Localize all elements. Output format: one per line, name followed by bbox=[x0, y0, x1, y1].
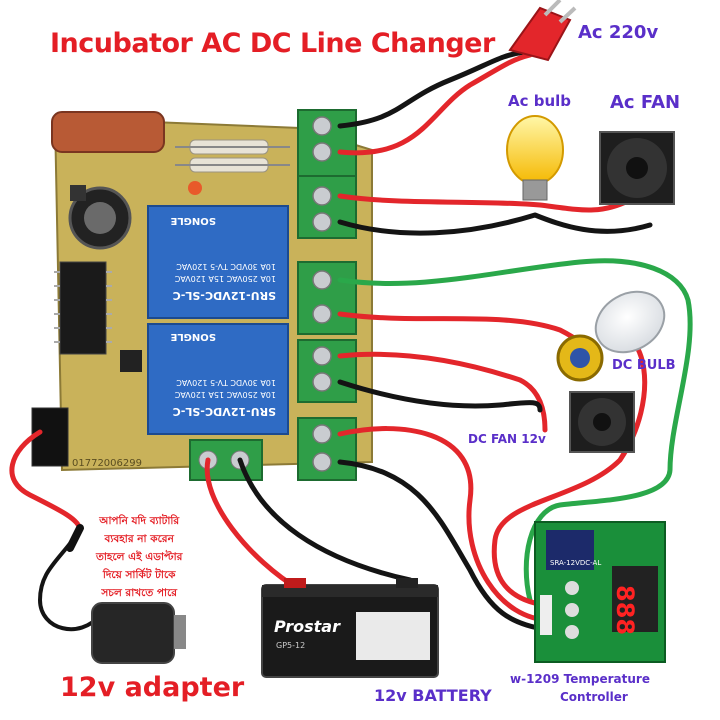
svg-text:SONGLE: SONGLE bbox=[170, 331, 216, 342]
pcb-phone-text: 01772006299 bbox=[72, 458, 142, 469]
relay-1: SRU-12VDC-SL-C 10A 250VAC 15A 120VAC 10A… bbox=[147, 205, 289, 319]
wire-ctrl-black bbox=[337, 459, 553, 633]
label-dc-bulb: DC BULB bbox=[612, 358, 676, 373]
bengali-note-line: ব্যবহার না করেন bbox=[104, 533, 174, 545]
wire-dcbulb-red bbox=[337, 311, 598, 358]
dc-jack bbox=[31, 407, 69, 467]
battery-model: GP5-12 bbox=[276, 641, 305, 650]
label-dc-fan: DC FAN 12v bbox=[468, 432, 546, 446]
svg-text:SRU-12VDC-SL-C: SRU-12VDC-SL-C bbox=[173, 289, 276, 302]
bengali-note-line: সচল রাখতে পারে bbox=[101, 587, 178, 599]
battery-12v: Prostar GP5-12 bbox=[261, 578, 439, 678]
wire-ctrl-red bbox=[337, 426, 553, 623]
wire-green bbox=[337, 258, 693, 603]
resistors bbox=[175, 139, 290, 173]
svg-text:10A 250VAC 15A 120VAC: 10A 250VAC 15A 120VAC bbox=[174, 274, 276, 283]
wire-battery-red bbox=[204, 457, 303, 593]
bengali-note: আপনি যদি ব্যাটারি ব্যবহার না করেন তাহলে … bbox=[96, 512, 182, 602]
dc-fan bbox=[569, 391, 635, 453]
relay-2: SRU-12VDC-SL-C 10A 250VAC 15A 120VAC 10A… bbox=[147, 323, 289, 435]
terminal-block-bottom bbox=[189, 439, 263, 481]
svg-text:SRA-12VDC-AL: SRA-12VDC-AL bbox=[550, 559, 601, 567]
svg-text:10A 30VDC TV-5 120VAC: 10A 30VDC TV-5 120VAC bbox=[176, 262, 276, 271]
adapter-12v bbox=[66, 524, 186, 664]
wire-battery-black bbox=[237, 457, 413, 583]
ac-fan bbox=[599, 131, 675, 205]
wire-ac-red bbox=[337, 52, 533, 156]
ac-bulb bbox=[506, 115, 564, 201]
label-ac-bulb: Ac bulb bbox=[508, 92, 572, 110]
dc-bulb bbox=[556, 290, 666, 382]
terminal-blocks-right bbox=[297, 109, 357, 481]
wire-ac-black bbox=[337, 49, 528, 129]
ic-chip bbox=[59, 261, 107, 355]
wire-adapter-red bbox=[9, 429, 83, 533]
label-controller-line1: w-1209 Temperature bbox=[510, 672, 650, 686]
battery-brand: Prostar bbox=[274, 617, 341, 636]
bengali-note-line: আপনি যদি ব্যাটারি bbox=[99, 515, 180, 527]
diagram-title: Incubator AC DC Line Changer bbox=[50, 28, 495, 59]
svg-text:SRU-12VDC-SL-C: SRU-12VDC-SL-C bbox=[173, 405, 276, 418]
wire-ctrl-red-loop bbox=[491, 326, 648, 608]
ac-plug bbox=[508, 0, 577, 62]
wire-dcfan-black bbox=[337, 379, 543, 413]
label-adapter: 12v adapter bbox=[60, 672, 245, 703]
controller-display: 888 bbox=[611, 585, 639, 635]
label-battery: 12v BATTERY bbox=[374, 686, 492, 705]
svg-text:10A 30VDC TV-5 120VAC: 10A 30VDC TV-5 120VAC bbox=[176, 378, 276, 387]
wire-acbulb-black bbox=[337, 212, 653, 236]
label-ac-fan: Ac FAN bbox=[610, 92, 681, 113]
wire-adapter-black bbox=[38, 528, 102, 632]
bengali-note-line: তাহলে এই এডাপ্টার bbox=[96, 551, 183, 563]
svg-text:SONGLE: SONGLE bbox=[170, 215, 216, 226]
svg-text:10A 250VAC 15A 120VAC: 10A 250VAC 15A 120VAC bbox=[174, 390, 276, 399]
bengali-note-line: দিয়ে সার্কিট টাকে bbox=[102, 569, 176, 581]
wire-acbulb-red bbox=[337, 193, 633, 213]
film-capacitor bbox=[51, 111, 165, 153]
label-ac-220v: Ac 220v bbox=[578, 22, 659, 43]
w1209-controller: SRA-12VDC-AL 888 bbox=[534, 521, 666, 663]
label-controller-line2: Controller bbox=[560, 690, 628, 704]
